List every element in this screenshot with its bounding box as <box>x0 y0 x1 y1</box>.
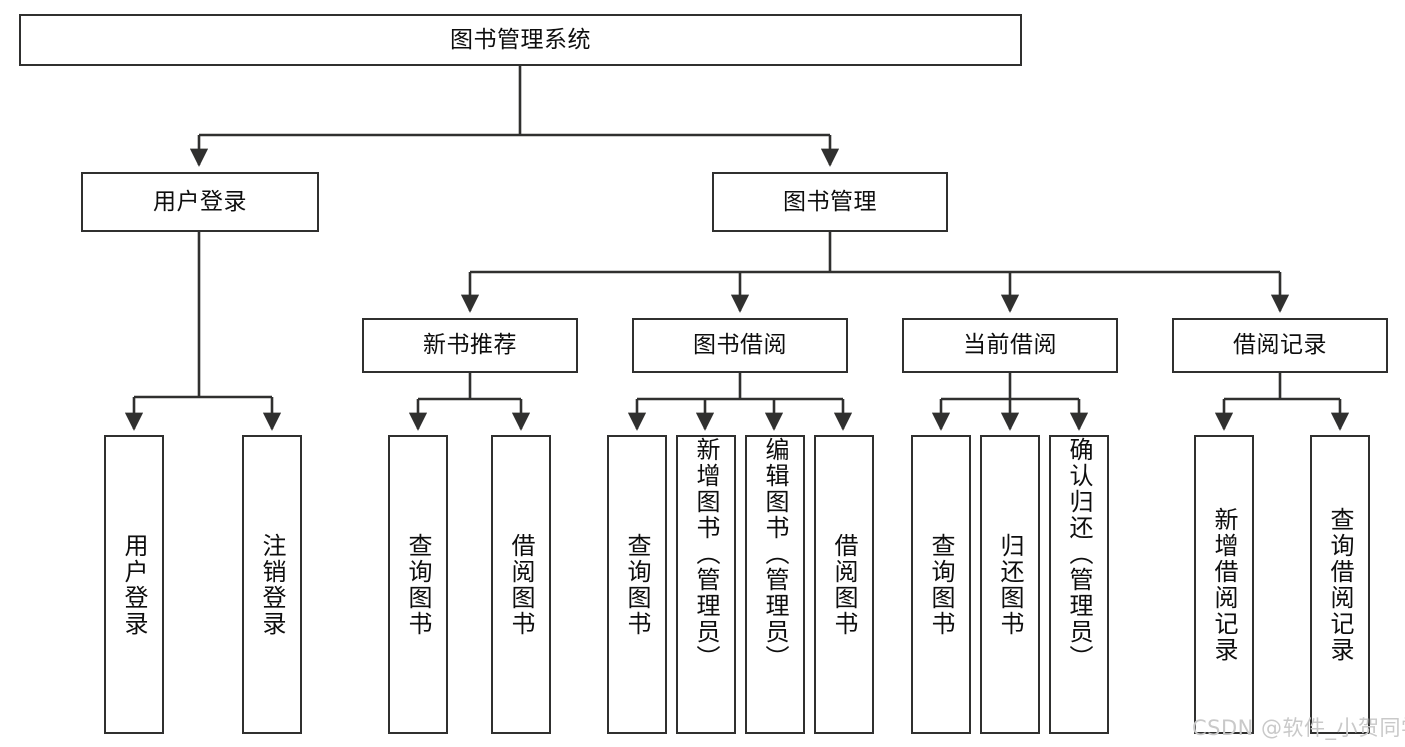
node-label: 图书管理 <box>783 188 877 215</box>
node-label: 借阅图书 <box>507 532 535 637</box>
node-borrow-records[interactable]: 借阅记录 <box>1172 318 1388 373</box>
node-leaf-query-book-recommend[interactable]: 查询图书 <box>388 435 448 734</box>
node-book-management[interactable]: 图书管理 <box>712 172 948 232</box>
node-label: 当前借阅 <box>963 332 1057 359</box>
node-leaf-query-book-borrow[interactable]: 查询图书 <box>607 435 667 734</box>
node-leaf-borrow-book[interactable]: 借阅图书 <box>814 435 874 734</box>
node-label: 注销登录 <box>258 532 286 637</box>
node-label: 编辑图书（管理员） <box>761 437 789 671</box>
node-leaf-add-borrow-record[interactable]: 新增借阅记录 <box>1194 435 1254 734</box>
node-leaf-add-book-admin[interactable]: 新增图书（管理员） <box>676 435 736 734</box>
node-user-login[interactable]: 用户登录 <box>81 172 319 232</box>
node-label: 借阅图书 <box>830 532 858 637</box>
node-label: 查询图书 <box>623 532 651 637</box>
node-leaf-return-book[interactable]: 归还图书 <box>980 435 1040 734</box>
node-leaf-query-borrow-record[interactable]: 查询借阅记录 <box>1310 435 1370 734</box>
node-leaf-query-book-current[interactable]: 查询图书 <box>911 435 971 734</box>
node-leaf-logout[interactable]: 注销登录 <box>242 435 302 734</box>
node-label: 新书推荐 <box>423 332 517 359</box>
node-label: 查询借阅记录 <box>1326 506 1354 663</box>
node-leaf-borrow-book-recommend[interactable]: 借阅图书 <box>491 435 551 734</box>
node-new-book-recommend[interactable]: 新书推荐 <box>362 318 578 373</box>
node-label: 新增借阅记录 <box>1210 506 1238 663</box>
node-label: 图书管理系统 <box>450 26 591 53</box>
node-label: 归还图书 <box>996 532 1024 637</box>
node-label: 查询图书 <box>404 532 432 637</box>
node-label: 图书借阅 <box>693 332 787 359</box>
node-current-borrow[interactable]: 当前借阅 <box>902 318 1118 373</box>
node-label: 用户登录 <box>153 188 247 215</box>
node-root-system[interactable]: 图书管理系统 <box>19 14 1022 66</box>
csdn-watermark: CSDN @软件_小贺同学 <box>1192 716 1405 740</box>
node-leaf-edit-book-admin[interactable]: 编辑图书（管理员） <box>745 435 805 734</box>
node-book-borrow[interactable]: 图书借阅 <box>632 318 848 373</box>
node-label: 用户登录 <box>120 532 148 637</box>
node-label: 借阅记录 <box>1233 332 1327 359</box>
node-label: 新增图书（管理员） <box>692 437 720 671</box>
node-leaf-confirm-return-admin[interactable]: 确认归还（管理员） <box>1049 435 1109 734</box>
node-label: 确认归还（管理员） <box>1065 437 1093 671</box>
node-label: 查询图书 <box>927 532 955 637</box>
node-leaf-user-login[interactable]: 用户登录 <box>104 435 164 734</box>
